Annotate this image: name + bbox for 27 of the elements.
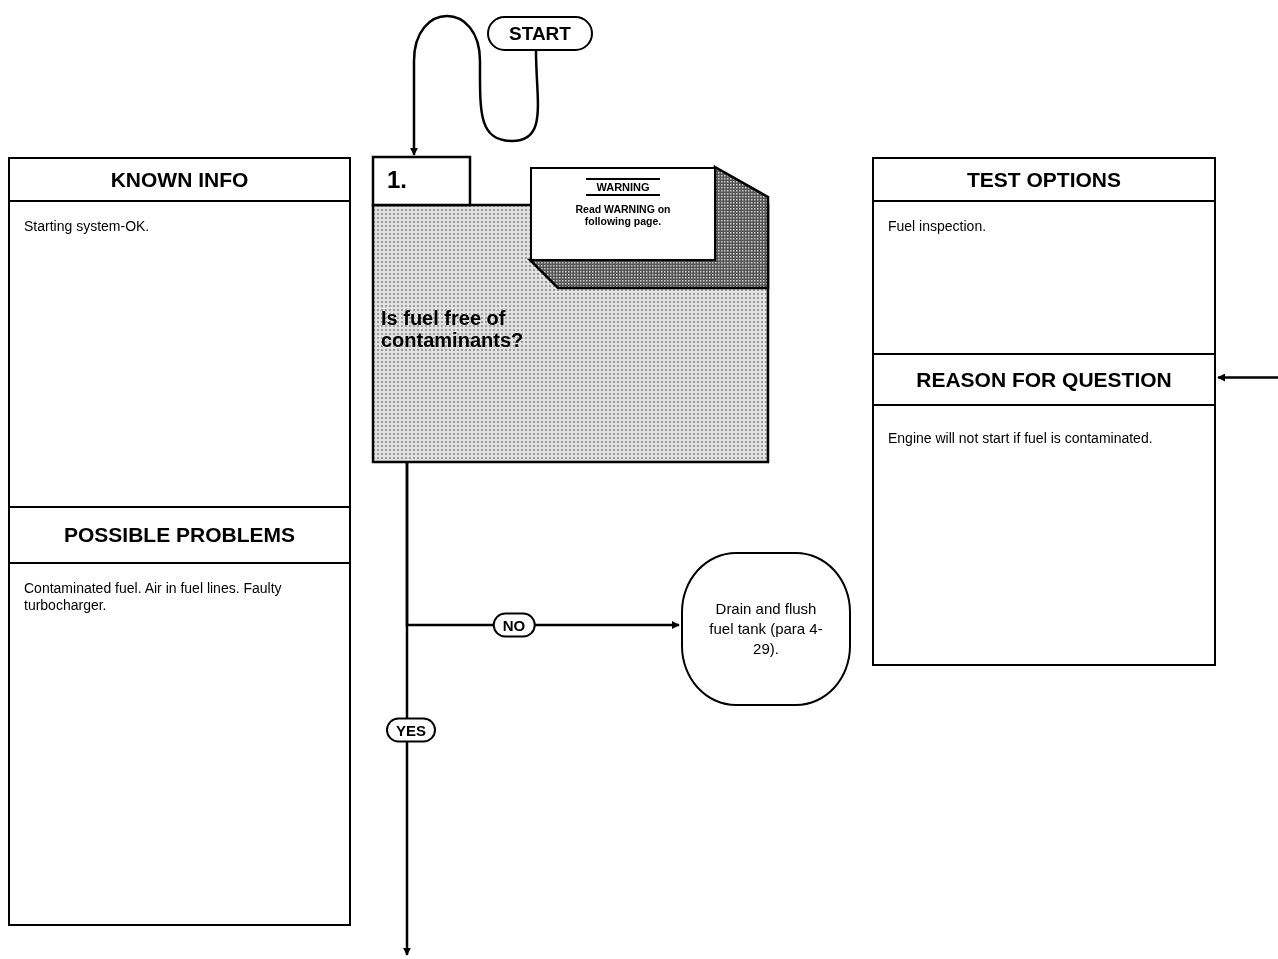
action-text: Drain and flush fuel tank (para 4-29). bbox=[708, 598, 824, 660]
panel-text: Engine will not start if fuel is contaminated. bbox=[888, 430, 1153, 446]
panel-heading: REASON FOR QUESTION bbox=[916, 367, 1172, 392]
panel-text: Starting system-OK. bbox=[24, 218, 150, 234]
terminal-pill bbox=[487, 16, 593, 51]
panel-heading: POSSIBLE PROBLEMS bbox=[64, 523, 295, 547]
info-panel bbox=[872, 157, 1216, 355]
panel-heading: TEST OPTIONS bbox=[967, 167, 1121, 192]
warning-heading: WARNING bbox=[586, 178, 660, 196]
edge-label: YES bbox=[386, 717, 436, 743]
warning-text: Read WARNING on following page. bbox=[574, 204, 672, 228]
arrow bbox=[410, 14, 540, 156]
step-number: 1. bbox=[387, 166, 407, 194]
action-box bbox=[681, 552, 851, 706]
arrow bbox=[403, 462, 411, 956]
panel-heading: KNOWN INFO bbox=[110, 167, 249, 192]
panel-text: Fuel inspection. bbox=[888, 218, 987, 234]
info-panel bbox=[872, 353, 1216, 666]
info-panel bbox=[8, 157, 351, 508]
terminal-label: START bbox=[509, 22, 571, 45]
arrow bbox=[1217, 373, 1278, 382]
question-box bbox=[373, 157, 768, 462]
question-text: Is fuel free of contaminants? bbox=[381, 307, 525, 351]
warning-box bbox=[530, 167, 716, 261]
panel-text: Contaminated fuel. Air in fuel lines. Faulty turbocharger. bbox=[24, 580, 282, 613]
edge-label: NO bbox=[492, 612, 536, 638]
info-panel bbox=[8, 506, 351, 926]
